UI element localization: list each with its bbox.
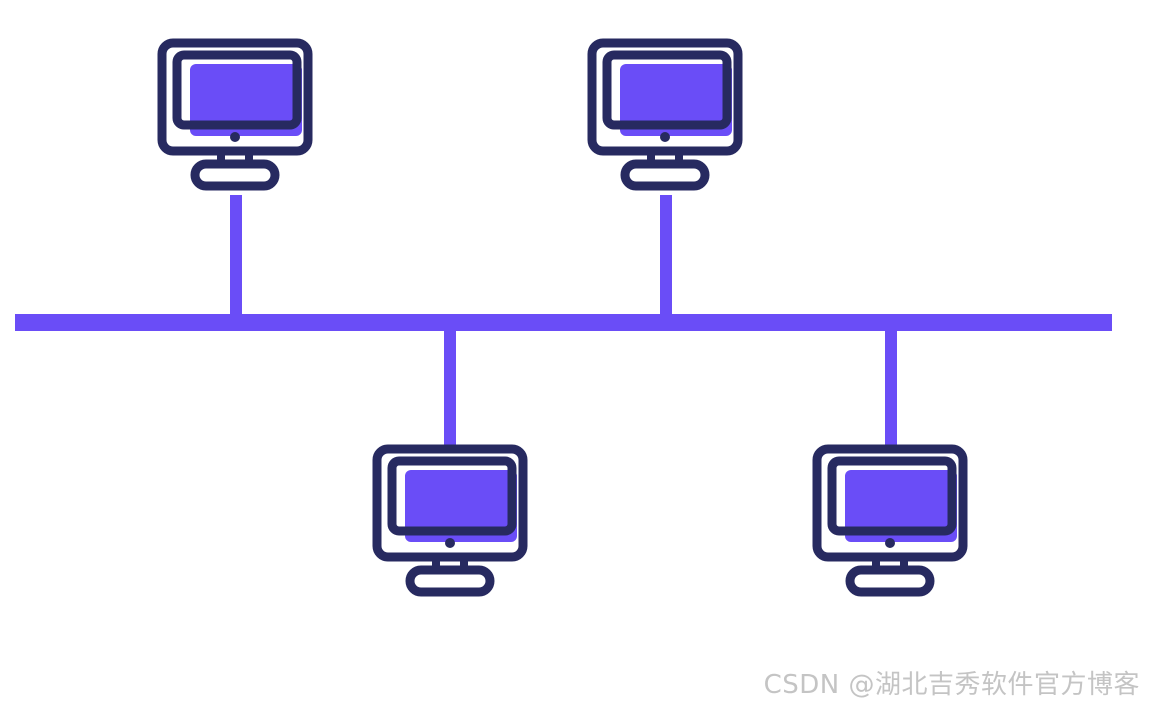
computer-node-3-icon: [377, 449, 523, 592]
drop-cable-2: [660, 195, 672, 317]
computer-node-4-icon: [817, 449, 963, 592]
drop-cable-4: [885, 328, 897, 446]
bus-line: [15, 314, 1112, 331]
watermark: CSDN @湖北吉秀软件官方博客: [763, 670, 1140, 700]
drop-cable-3: [444, 328, 456, 446]
computer-node-2-icon: [592, 43, 738, 186]
drop-cable-1: [230, 195, 242, 317]
computer-node-1-icon: [162, 43, 308, 186]
